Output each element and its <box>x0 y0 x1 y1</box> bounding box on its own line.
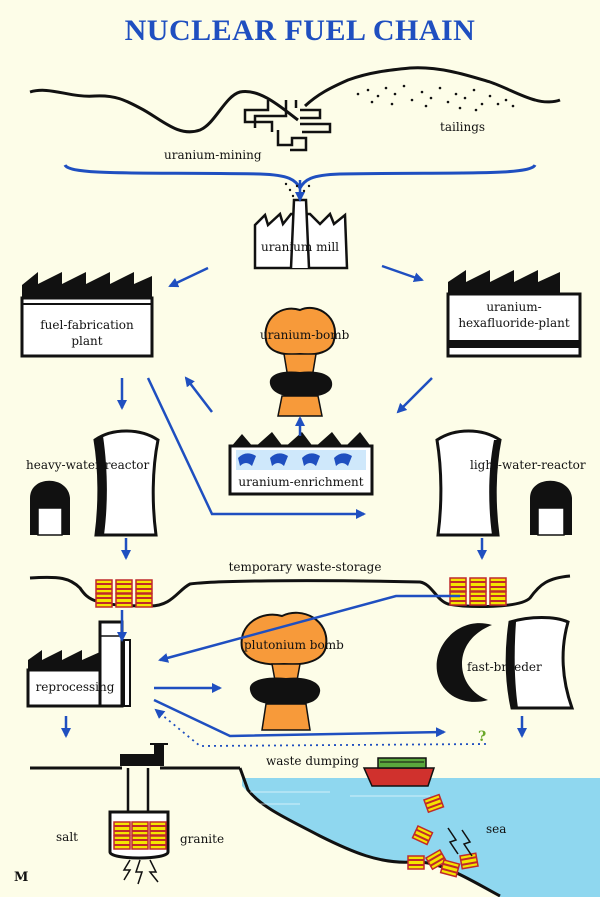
fuel-fabrication-label-line1: fuel-fabrication <box>40 318 134 332</box>
uranium-bomb-label: uranium-bomb <box>260 328 350 342</box>
question-mark: ? <box>478 729 487 745</box>
uranium-mill-icon <box>253 182 349 270</box>
salt-label: salt <box>56 830 78 844</box>
light-water-reactor-icon <box>435 429 572 537</box>
arrow-enrichment-to-fabrication <box>184 376 213 413</box>
granite-label: granite <box>180 832 225 846</box>
hexafluoride-label-line1: uranium- <box>486 300 542 314</box>
mine-tunnels-icon <box>243 100 332 152</box>
waste-storage-ground <box>29 574 571 608</box>
fuel-fabrication-label-line2: plant <box>71 334 103 348</box>
diagram-title: NUCLEAR FUEL CHAIN <box>124 14 476 47</box>
tailings-dots <box>356 84 515 112</box>
arrow-reprocessing-to-fast-breeder <box>153 698 446 738</box>
waste-dumping-label: waste dumping <box>266 754 360 768</box>
uranium-enrichment-label: uranium-enrichment <box>238 475 364 489</box>
dotted-arrow-fast-breeder-to-reprocessing <box>154 708 487 747</box>
uranium-enrichment-icon <box>228 432 374 496</box>
arrow-mill-to-hexafluoride <box>381 264 424 283</box>
arrow-mill-to-fabrication <box>168 266 209 288</box>
artist-signature: M <box>14 870 29 885</box>
right-storage-barrels <box>449 577 507 606</box>
fast-breeder-label: fast-breeder <box>467 660 542 674</box>
fuel-fabrication-plant-icon <box>20 272 154 358</box>
arrow-storage-to-reprocessing-right <box>158 594 460 663</box>
hexafluoride-label-line2: hexafluoride-plant <box>458 316 570 330</box>
heavy-water-reactor-icon <box>30 429 160 537</box>
uranium-hexafluoride-plant-icon <box>446 270 582 358</box>
fast-breeder-icon <box>436 616 575 710</box>
plutonium-bomb-label: plutonium bomb <box>244 638 344 652</box>
plutonium-bomb-icon <box>240 611 328 731</box>
reprocessing-plant-icon <box>26 620 131 708</box>
sea-label: sea <box>486 822 507 836</box>
arrow-hexafluoride-to-enrichment <box>396 377 433 414</box>
arrow-fabrication-to-light-water <box>146 377 366 519</box>
uranium-mill-label: uranium mill <box>261 240 339 254</box>
ship-icon <box>362 757 436 787</box>
sunken-barrels <box>407 793 480 878</box>
uranium-bomb-icon <box>264 307 336 417</box>
left-storage-barrels <box>95 579 153 608</box>
reprocessing-label: reprocessing <box>35 680 115 694</box>
flow-arrows <box>61 180 527 738</box>
tailings-label: tailings <box>440 120 486 134</box>
temporary-waste-storage-label: temporary waste-storage <box>228 560 382 574</box>
light-water-reactor-label: light-water-reactor <box>470 458 586 472</box>
salt-granite-repository <box>30 743 240 885</box>
heavy-water-reactor-label: heavy-water-reactor <box>26 458 150 472</box>
uranium-mining-label: uranium-mining <box>164 148 262 162</box>
